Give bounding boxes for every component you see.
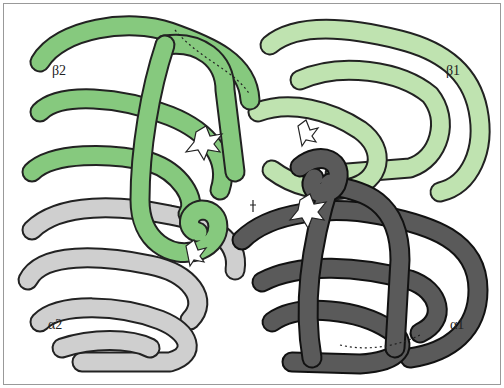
subunit-label: β1 (446, 64, 460, 78)
subunit-label: α2 (48, 318, 62, 332)
subunit-label: α1 (450, 318, 464, 332)
heme-groups (186, 120, 326, 266)
beta2-subunit (32, 26, 250, 253)
alpha1-subunit (242, 159, 478, 364)
subunit-label: β2 (52, 64, 66, 78)
frame (4, 4, 501, 385)
